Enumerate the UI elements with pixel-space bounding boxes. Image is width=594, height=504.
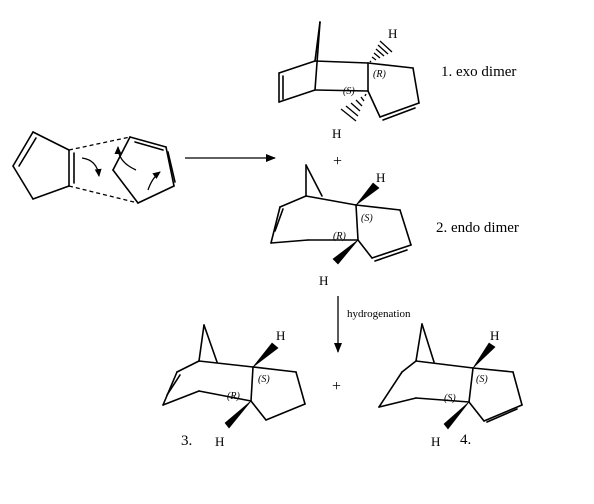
p3-wedge-lower [224,400,252,429]
p4-h-upper: H [490,328,499,343]
plus-bottom: + [332,378,341,395]
endo-dimer-structure [270,164,412,265]
hydrogenation-label: hydrogenation [347,308,411,320]
p4-wedge-upper [472,342,496,369]
endo-wedge-upper [355,182,380,206]
product-3-label: 3. [181,433,192,449]
exo-h-lower: H [332,126,341,141]
curly-arrow-1 [81,157,102,177]
endo-dimer-label: 2. endo dimer [436,220,519,236]
curly-arrow-2 [114,146,137,171]
forming-bond-top [68,136,131,151]
exo-dimer-structure [278,21,420,122]
exo-stereo-r: (R) [373,69,386,80]
plus-top: + [333,153,342,170]
product-3-structure [162,324,306,429]
curly-arrow-3 [147,171,161,191]
p3-h-lower: H [215,434,224,449]
cyclopentadiene-diene [12,131,75,200]
exo-h-upper: H [388,26,397,41]
product-4-label: 4. [460,432,471,448]
cyclopentadiene-reactants [12,131,176,204]
p4-stereo-s-upper: (S) [476,374,488,385]
exo-hash-lower [340,93,367,122]
cyclopentadiene-dienophile [112,136,176,204]
endo-h-upper: H [376,170,385,185]
p4-h-lower: H [431,434,440,449]
forming-bond-bottom [68,185,139,204]
exo-stereo-s: (S) [343,86,355,97]
endo-h-lower: H [319,273,328,288]
p3-stereo-s: (S) [258,374,270,385]
p4-stereo-s-lower: (S) [444,393,456,404]
p3-wedge-upper [252,342,279,368]
exo-hash-upper [369,40,393,63]
exo-dimer-label: 1. exo dimer [441,64,516,80]
endo-stereo-r: (R) [333,231,346,242]
p3-h-upper: H [276,328,285,343]
p3-stereo-r: (R) [227,391,240,402]
p4-wedge-lower [443,401,470,430]
endo-stereo-s: (S) [361,213,373,224]
endo-wedge-lower [332,239,359,265]
product-4-structure [378,323,523,430]
